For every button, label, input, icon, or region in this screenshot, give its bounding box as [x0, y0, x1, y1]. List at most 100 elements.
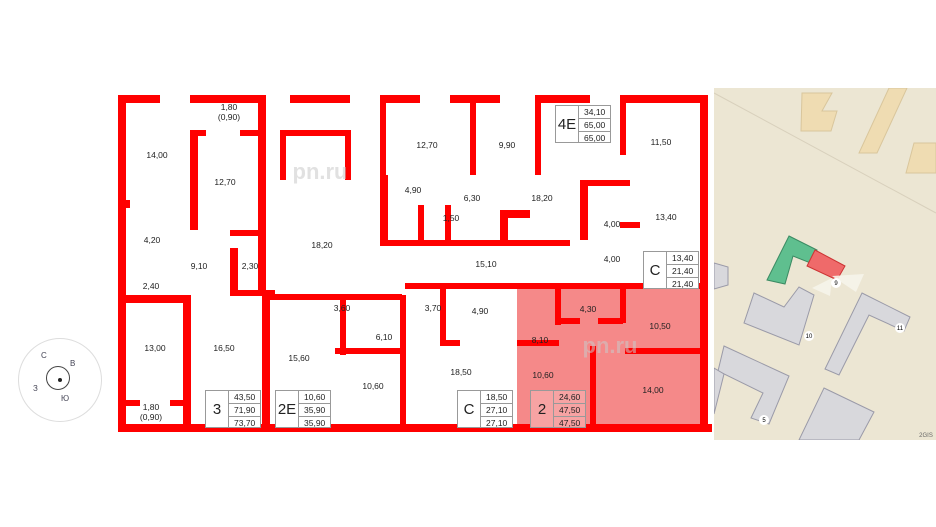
- living-area: 43,50: [229, 391, 261, 404]
- total-area-with-balcony: 47,50: [559, 418, 581, 428]
- current-building[interactable]: [766, 235, 864, 296]
- wall: [380, 95, 386, 175]
- room-area-label: 13,00: [144, 343, 166, 353]
- wall: [535, 95, 541, 175]
- apartment-summary[interactable]: C 13,40 21,40 21,40: [643, 251, 700, 289]
- wall: [118, 95, 126, 432]
- wall: [620, 283, 626, 323]
- compass-west: З: [33, 384, 38, 393]
- wall: [620, 222, 640, 228]
- wall: [118, 400, 140, 406]
- location-map[interactable]: 9 10 11 5 2GIS: [714, 88, 936, 440]
- room-area-label: 9,90: [498, 140, 516, 150]
- wall: [555, 318, 580, 324]
- room-area-label: 4,20: [143, 235, 161, 245]
- building-number: 11: [897, 326, 904, 332]
- wall: [500, 210, 530, 218]
- walls: [118, 95, 712, 432]
- compass-south: Ю: [61, 394, 70, 403]
- compass-center: [58, 378, 62, 382]
- room-area-label: 18,50: [450, 367, 472, 377]
- wall: [280, 130, 350, 136]
- room-area-label: 12,70: [416, 140, 438, 150]
- apartment-summary[interactable]: C 18,50 27,10 27,10: [457, 390, 514, 428]
- wall: [118, 295, 188, 303]
- wall: [345, 130, 351, 180]
- wall: [258, 95, 266, 290]
- room-area-label: 18,20: [531, 193, 553, 203]
- total-area: 35,90: [299, 404, 331, 417]
- room-area-label: 15,10: [475, 259, 497, 269]
- wall: [190, 130, 198, 230]
- apartment-type: 4E: [557, 115, 577, 133]
- wall: [590, 346, 596, 426]
- wall: [380, 95, 420, 103]
- room-area-label: 8,10: [531, 335, 549, 345]
- wall: [118, 95, 160, 103]
- apartment-summary[interactable]: 4E 34,10 65,00 65,00: [555, 105, 612, 143]
- wall: [190, 95, 258, 103]
- room-area-label: 18,20: [311, 240, 333, 250]
- wall: [170, 400, 190, 406]
- wall: [262, 294, 402, 300]
- total-area: 47,50: [554, 404, 586, 417]
- apartment-summary[interactable]: 3 43,50 71,90 73,70: [205, 390, 262, 428]
- room-area-label: 14,00: [146, 150, 168, 160]
- wall: [700, 135, 708, 195]
- wall: [335, 348, 405, 354]
- room-area-label: 12,70: [214, 177, 236, 187]
- wall: [185, 425, 195, 432]
- apartment-type: 3: [212, 400, 222, 418]
- room-area-label: 15,60: [288, 353, 310, 363]
- apartment-summary[interactable]: 2E 10,60 35,90 35,90: [275, 390, 332, 428]
- total-area: 21,40: [667, 265, 699, 278]
- room-area-label: 3,70: [424, 303, 442, 313]
- building-number: 5: [762, 418, 766, 424]
- map-attribution: 2GIS: [919, 433, 933, 439]
- watermark: pn.ru: [582, 333, 638, 358]
- room-area-label: 4,00: [603, 219, 621, 229]
- building-number: 10: [806, 334, 813, 340]
- compass-east: В: [70, 359, 76, 368]
- total-area-with-balcony: 21,40: [672, 279, 694, 289]
- total-area: 71,90: [229, 404, 261, 417]
- wall: [620, 95, 708, 103]
- living-area: 18,50: [481, 391, 513, 404]
- total-area: 65,00: [579, 119, 611, 132]
- room-area-label: 4,90: [404, 185, 422, 195]
- wall: [625, 348, 700, 354]
- total-area: 27,10: [481, 404, 513, 417]
- room-area-label: 16,50: [213, 343, 235, 353]
- wall: [580, 180, 588, 240]
- room-area-label: 3,60: [333, 303, 351, 313]
- wall: [517, 340, 559, 346]
- room-area-label: 2,30: [241, 261, 259, 271]
- room-area-label: 1,50: [442, 213, 460, 223]
- room-area-label: 11,50: [650, 137, 672, 147]
- living-area: 10,60: [299, 391, 331, 404]
- wall: [620, 95, 626, 155]
- wall: [470, 95, 476, 175]
- wall: [445, 205, 451, 245]
- room-area-label: 4,30: [579, 304, 597, 314]
- wall: [262, 295, 270, 425]
- wall: [118, 200, 130, 208]
- room-area-label: 10,60: [362, 381, 384, 391]
- living-area: 34,10: [579, 106, 611, 119]
- room-area-label: 9,10: [190, 261, 208, 271]
- room-area-label: 10,50: [649, 321, 671, 331]
- wall: [540, 95, 590, 103]
- wall: [598, 318, 623, 324]
- apartment-type: C: [649, 261, 661, 279]
- total-area-with-balcony: 35,90: [304, 418, 326, 428]
- wall: [118, 424, 712, 432]
- room-area-label: 6,30: [463, 193, 481, 203]
- wall: [290, 95, 350, 103]
- apartment-summary[interactable]: 2 24,60 47,50 47,50: [530, 390, 587, 428]
- building-number: 9: [834, 281, 838, 287]
- wall: [440, 283, 446, 343]
- wall: [340, 295, 346, 355]
- wall: [230, 290, 275, 296]
- living-area: 13,40: [667, 252, 699, 265]
- wall: [280, 130, 286, 180]
